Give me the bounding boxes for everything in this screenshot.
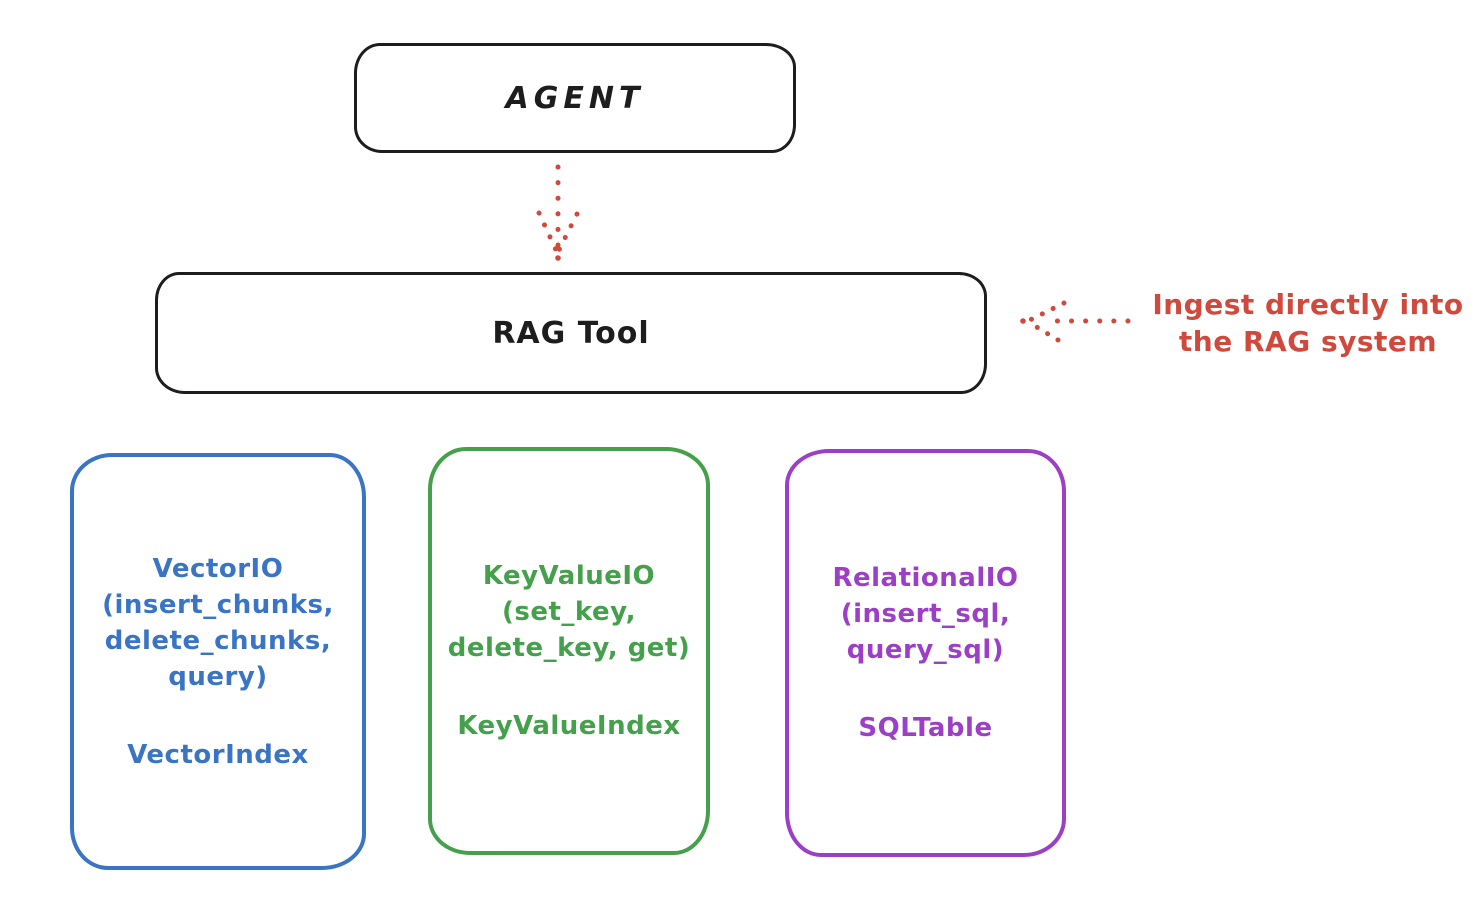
rag-tool-box: RAG Tool [155,272,987,394]
annotation-line-2: the RAG system [1178,325,1438,358]
keyvalue-index-label: KeyValueIndex [457,711,681,741]
keyvalue-io-box: KeyValueIO (set_key, delete_key, get) Ke… [428,447,710,855]
vector-io-title-line: (insert_chunks, [102,589,334,620]
agent-box: AGENT [354,43,796,153]
rag-tool-label: RAG Tool [492,315,650,351]
vector-index-label: VectorIndex [127,739,309,770]
vector-io-text: VectorIO (insert_chunks, delete_chunks, … [102,551,334,773]
relational-io-box: RelationalIO (insert_sql, query_sql) SQL… [785,449,1066,857]
arrow-tip-dot [555,255,561,261]
annotation-to-rag-arrow-icon [1020,300,1131,343]
agent-label: AGENT [505,80,645,116]
arrow-tip-dot [1020,318,1026,324]
agent-to-rag-arrow-icon [536,164,580,261]
annotation-line-1: Ingest directly into [1152,288,1464,321]
sql-table-label: SQLTable [858,713,993,743]
vector-io-title-line: VectorIO [152,553,284,584]
annotation-text: Ingest directly into the RAG system [1136,286,1480,360]
keyvalue-io-title-line: (set_key, [502,597,636,627]
keyvalue-io-title-line: KeyValueIO [482,561,656,591]
vector-io-box: VectorIO (insert_chunks, delete_chunks, … [70,453,366,870]
keyvalue-io-text: KeyValueIO (set_key, delete_key, get) Ke… [448,558,691,744]
relational-io-title-line: (insert_sql, [840,599,1011,629]
relational-io-title-line: query_sql) [846,635,1005,665]
keyvalue-io-title-line: delete_key, get) [447,633,691,663]
relational-io-text: RelationalIO (insert_sql, query_sql) SQL… [832,560,1018,746]
relational-io-title-line: RelationalIO [832,563,1019,593]
vector-io-title-line: delete_chunks, [104,625,332,656]
vector-io-title-line: query) [168,661,268,692]
